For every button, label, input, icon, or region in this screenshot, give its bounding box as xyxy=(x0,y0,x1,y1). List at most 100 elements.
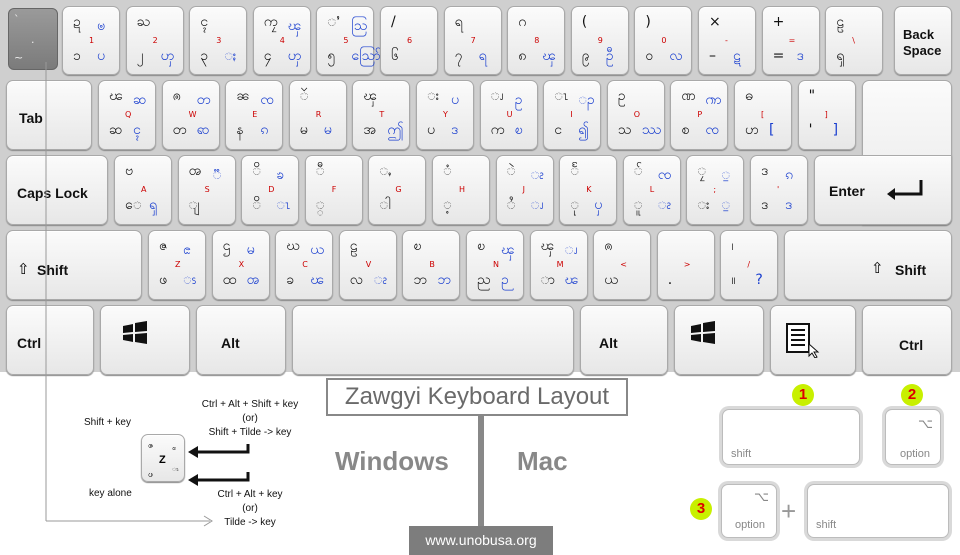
key-row3-2[interactable]: ိၶိၤD xyxy=(241,155,300,225)
glyph-base: ယ xyxy=(604,272,618,288)
key-row3-10[interactable]: ဒၵဒဒ' xyxy=(750,155,808,225)
glyph-base: ထ xyxy=(222,272,237,288)
key-row2-7[interactable]: ၤၣင၍I xyxy=(543,80,602,150)
mac-shift-key-2[interactable]: shift xyxy=(807,484,949,538)
key-row3-1[interactable]: ၻၱျS xyxy=(177,155,236,225)
space-bar[interactable] xyxy=(292,305,574,375)
glyph-shift: ႅ xyxy=(570,163,579,179)
glyph-base: ဟ xyxy=(745,122,759,138)
legend-tilde: Tilde -> key xyxy=(224,517,276,528)
glyph-base: ခ xyxy=(286,272,295,288)
glyph-base: ဒ xyxy=(761,197,769,213)
mac-shift-label-2: shift xyxy=(816,519,837,531)
glyph-shift-alt: ၣ xyxy=(578,92,595,108)
key-row1-10[interactable]: ×–ဋ- xyxy=(698,6,756,75)
key-row1-12[interactable]: ဠၡ\ xyxy=(825,6,884,75)
legend-shift-key: Shift + key xyxy=(84,417,131,428)
glyph-alt: ဒ xyxy=(785,197,793,213)
key-char: C xyxy=(302,260,308,269)
key-char: X xyxy=(238,260,245,269)
key-char: S xyxy=(204,185,210,194)
glyph-alt: ႍ xyxy=(721,197,731,213)
left-windows-key[interactable] xyxy=(100,305,190,375)
left-alt-key[interactable]: Alt xyxy=(196,305,286,375)
key-row3-9[interactable]: ၠႍးႍ; xyxy=(686,155,745,225)
menu-key[interactable] xyxy=(770,305,856,375)
key-row3-4[interactable]: ႇါG xyxy=(368,155,427,225)
glyph-alt: ၚ xyxy=(133,122,141,138)
glyph-alt: ဋ xyxy=(733,48,741,64)
enter-label: Enter xyxy=(829,183,865,199)
mac-option-key-1[interactable]: ⌥ option xyxy=(885,409,941,465)
glyph-shift-alt: ၩ xyxy=(530,167,545,183)
mac-shift-label-1: shift xyxy=(731,448,752,460)
legend-ctrl-alt: Ctrl + Alt + key xyxy=(217,489,283,500)
glyph-base: ာ xyxy=(540,272,556,288)
key-char: = xyxy=(788,36,796,45)
glyph-shift: " xyxy=(808,88,816,104)
glyph-shift: ၪ xyxy=(490,88,504,104)
glyph-base: ဖ xyxy=(159,272,167,288)
left-ctrl-key[interactable]: Ctrl xyxy=(6,305,94,375)
right-alt-key[interactable]: Alt xyxy=(580,305,668,375)
glyph-base: သ xyxy=(617,122,632,138)
tab-key[interactable]: Tab xyxy=(6,80,92,150)
key-char: A xyxy=(141,185,147,194)
key-row1-2[interactable]: ၚ၃ႏ3 xyxy=(189,6,248,75)
glyph-shift: ၚ xyxy=(200,14,208,30)
key-row4-9[interactable]: ၊။?/ xyxy=(720,230,779,300)
left-shift-key[interactable]: ⇧ Shift xyxy=(6,230,142,300)
left-alt-label: Alt xyxy=(221,335,240,351)
key-row3-3[interactable]: ီ္F xyxy=(304,155,363,225)
mac-shift-key-1[interactable]: shift xyxy=(722,409,860,465)
key-row4-8[interactable]: .> xyxy=(656,230,715,300)
key-row4-0[interactable]: ဇၕဖၭZ xyxy=(148,230,206,300)
enter-key-lower[interactable]: Enter xyxy=(814,155,952,225)
key-char: ; xyxy=(713,185,717,194)
right-windows-key[interactable] xyxy=(674,305,764,375)
key-row4-3[interactable]: ဠလၩV xyxy=(338,230,397,300)
key-row3-6[interactable]: ဲၩႆၪJ xyxy=(495,155,554,225)
key-row1-11[interactable]: +=ဒ= xyxy=(761,6,820,75)
right-ctrl-key[interactable]: Ctrl xyxy=(862,305,952,375)
backspace-key[interactable]: Back Space xyxy=(894,6,952,75)
key-row3-8[interactable]: ၲၸူၩL xyxy=(622,155,681,225)
footer-url[interactable]: www.unobusa.org xyxy=(409,526,553,555)
tilde-key-top: ` xyxy=(14,13,20,26)
key-row2-10[interactable]: ဓဟ[[ xyxy=(734,80,792,150)
mac-option-key-2[interactable]: ⌥ option xyxy=(721,484,777,538)
glyph-alt: ၯ xyxy=(160,48,175,64)
key-row3-5[interactable]: ံ့H xyxy=(432,155,490,225)
caps-lock-key[interactable]: Caps Lock xyxy=(6,155,108,225)
glyph-base: က xyxy=(490,122,505,138)
key-row4-7[interactable]: ၐယ< xyxy=(593,230,652,300)
right-shift-key[interactable]: ⇧ Shift xyxy=(784,230,952,300)
key-row2-11[interactable]: "']] xyxy=(797,80,856,150)
tilde-key[interactable]: ` . ~ xyxy=(8,8,58,70)
